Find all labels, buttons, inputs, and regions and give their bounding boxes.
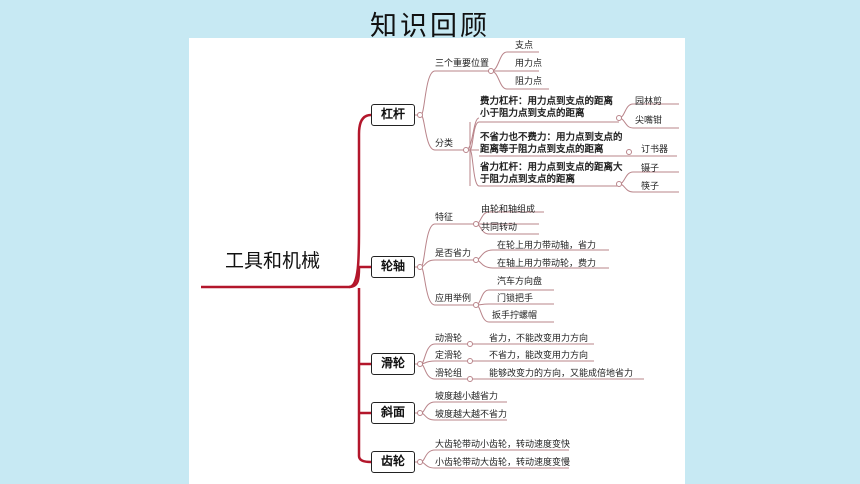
node-wheel-axle: 轮轴 [371,256,415,278]
mindmap-connectors [201,51,679,469]
leaf-rotate-together: 共同转动 [481,223,518,233]
desc-equal-lever-2: 距离等于阻力点到支点的距离 [480,144,604,155]
leaf-effort-point: 用力点 [515,59,543,69]
desc-effort-lever-1: 费力杠杆：用力点到支点的距离 [480,96,614,107]
page-title: 知识回顾 [370,11,490,42]
topic-pulley-block: 滑轮组 [435,369,463,379]
leaf-force-on-wheel: 在轮上用力带动轴，省力 [497,241,597,251]
desc-equal-lever-1: 不省力也不费力：用力点到支点的 [480,132,623,143]
mindmap-root: 工具和机械 [225,250,321,272]
example-stapler: 订书器 [641,145,669,155]
topic-three-positions: 三个重要位置 [435,59,490,69]
example-chopsticks: 筷子 [641,182,660,192]
topic-applications: 应用举例 [435,294,472,304]
node-lever: 杠杆 [371,104,415,126]
leaf-steep-slope: 坡度越大越不省力 [435,410,508,420]
leaf-steering-wheel: 汽车方向盘 [497,277,543,287]
desc-effort-lever-2: 小于阻力点到支点的距离 [480,108,585,119]
topic-force-saving: 是否省力 [435,249,472,259]
leaf-pulley-block-desc: 能够改变力的方向，又能成倍地省力 [489,369,634,379]
example-tweezers: 镊子 [641,164,660,174]
node-gear: 齿轮 [371,451,415,473]
node-pulley: 滑轮 [371,353,415,375]
topic-movable-pulley: 动滑轮 [435,334,463,344]
leaf-load-point: 阻力点 [515,77,543,87]
leaf-movable-pulley-desc: 省力，不能改变用力方向 [489,334,589,344]
leaf-wheel-and-axle: 由轮和轴组成 [481,205,536,215]
leaf-force-on-axle: 在轴上用力带动轮，费力 [497,259,597,269]
node-incline: 斜面 [371,402,415,424]
leaf-small-drives-big: 小齿轮带动大齿轮，转动速度变慢 [435,458,571,468]
leaf-fixed-pulley-desc: 不省力，能改变用力方向 [489,351,589,361]
example-needle-pliers: 尖嘴钳 [635,116,663,126]
mindmap-canvas: 工具和机械 杠杆 轮轴 滑轮 斜面 齿轮 三个重要位置 支点 用力点 阻力点 分… [189,38,685,484]
leaf-wrench: 扳手拧螺帽 [492,311,538,321]
leaf-big-drives-small: 大齿轮带动小齿轮，转动速度变快 [435,440,571,450]
example-garden-shears: 园林剪 [635,97,663,107]
leaf-door-handle: 门锁把手 [497,294,534,304]
topic-features: 特征 [435,213,454,223]
leaf-fulcrum: 支点 [515,41,534,51]
leaf-gentle-slope: 坡度越小越省力 [435,392,499,402]
topic-fixed-pulley: 定滑轮 [435,351,463,361]
topic-classification: 分类 [435,139,454,149]
desc-force-lever-1: 省力杠杆：用力点到支点的距离大 [480,162,623,173]
desc-force-lever-2: 于阻力点到支点的距离 [480,174,576,185]
